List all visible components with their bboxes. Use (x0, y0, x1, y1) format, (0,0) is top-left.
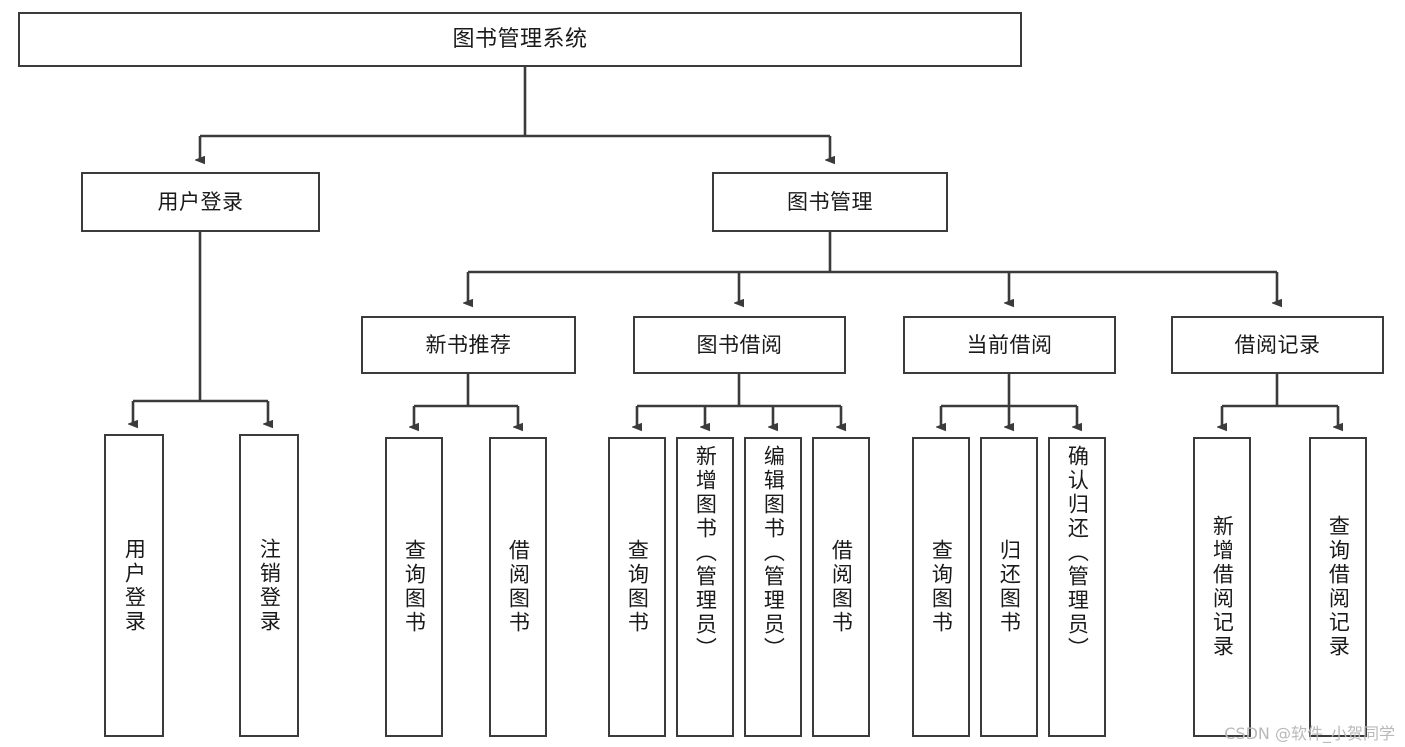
leaf-edit-book-admin[interactable]: 编辑图书（管理员） (744, 437, 802, 737)
leaf-add-book-admin[interactable]: 新增图书（管理员） (676, 437, 734, 737)
leaf-return-book[interactable]: 归还图书 (980, 437, 1038, 737)
node-new-book-recommend[interactable]: 新书推荐 (361, 316, 576, 374)
leaf-borrow-book-newbook[interactable]: 借阅图书 (489, 437, 547, 737)
node-label: 查询图书 (402, 539, 427, 635)
node-book-management-system[interactable]: 图书管理系统 (18, 12, 1022, 67)
node-label: 新书推荐 (425, 332, 512, 357)
leaf-add-borrow-record[interactable]: 新增借阅记录 (1193, 437, 1251, 737)
node-label: 当前借阅 (966, 332, 1053, 357)
leaf-query-borrow-record[interactable]: 查询借阅记录 (1309, 437, 1367, 737)
node-label: 用户登录 (122, 537, 147, 634)
node-label: 用户登录 (157, 189, 244, 214)
node-label: 查询借阅记录 (1326, 515, 1351, 659)
node-book-management[interactable]: 图书管理 (712, 172, 948, 232)
node-label: 新增借阅记录 (1210, 515, 1235, 659)
leaf-query-book-borrow[interactable]: 查询图书 (608, 437, 666, 737)
node-label: 确认归还（管理员） (1065, 445, 1090, 661)
node-label: 查询图书 (929, 539, 954, 635)
node-label: 新增图书（管理员） (693, 445, 718, 661)
node-label: 注销登录 (257, 537, 282, 634)
node-label: 借阅图书 (829, 539, 854, 635)
leaf-confirm-return-admin[interactable]: 确认归还（管理员） (1048, 437, 1106, 737)
node-book-borrow[interactable]: 图书借阅 (633, 316, 846, 374)
node-label: 归还图书 (997, 539, 1022, 635)
leaf-logout-login[interactable]: 注销登录 (239, 434, 299, 737)
node-label: 编辑图书（管理员） (761, 445, 786, 661)
leaf-query-book-newbook[interactable]: 查询图书 (385, 437, 443, 737)
node-label: 借阅记录 (1234, 332, 1321, 357)
node-borrow-record[interactable]: 借阅记录 (1171, 316, 1384, 374)
node-current-borrow[interactable]: 当前借阅 (903, 316, 1116, 374)
node-label: 图书管理系统 (452, 26, 588, 52)
node-label: 借阅图书 (506, 539, 531, 635)
leaf-query-book-current[interactable]: 查询图书 (912, 437, 970, 737)
node-label: 图书借阅 (696, 332, 783, 357)
leaf-borrow-book[interactable]: 借阅图书 (812, 437, 870, 737)
leaf-user-login[interactable]: 用户登录 (104, 434, 164, 737)
node-label: 图书管理 (787, 189, 873, 214)
node-label: 查询图书 (625, 539, 650, 635)
csdn-watermark: CSDN @软件_小贺同学 (1224, 724, 1395, 743)
node-user-login[interactable]: 用户登录 (81, 172, 320, 232)
